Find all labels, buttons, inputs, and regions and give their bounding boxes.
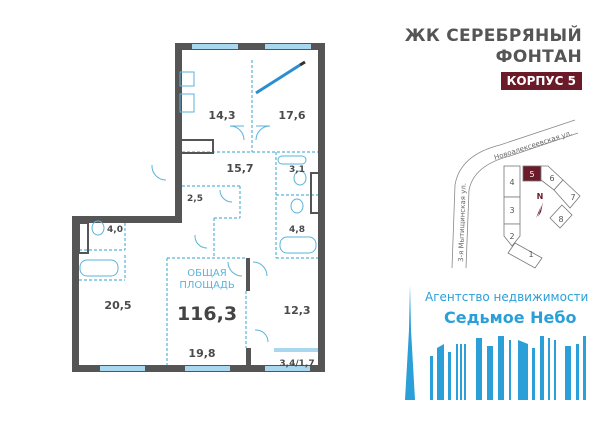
total-area: 116,3 — [177, 303, 237, 325]
room-area: 17,6 — [278, 109, 305, 122]
building-number: 3 — [509, 206, 514, 215]
bathtub-icon — [79, 259, 119, 277]
compass-icon — [536, 206, 541, 218]
building-badge: КОРПУС 5 — [500, 72, 582, 90]
building-number: 8 — [558, 215, 563, 224]
room-area: 3,1 — [289, 165, 305, 175]
room-area: 14,3 — [208, 109, 235, 122]
room-area: 20,5 — [104, 299, 131, 312]
project-title: ФОНТАН — [495, 47, 582, 67]
building-number: 1 — [528, 250, 533, 259]
building-number: 7 — [570, 193, 575, 202]
building-number: 4 — [509, 178, 514, 187]
building-number: 2 — [509, 232, 514, 241]
windows — [100, 44, 318, 371]
room-labels: 14,3 17,6 15,7 3,1 2,5 4,0 4,8 20,5 12,3… — [104, 109, 314, 369]
toilet-icon — [293, 170, 307, 186]
room-area: 19,8 — [188, 347, 215, 360]
room-area: 4,8 — [289, 225, 305, 235]
compass-icon — [538, 202, 543, 217]
room-area: 12,3 — [283, 304, 310, 317]
sink-icon — [179, 93, 195, 113]
room-area: 4,0 — [107, 225, 123, 235]
shafts — [78, 139, 320, 254]
agency-label: Агентство недвижимости — [425, 290, 589, 304]
bathtub-icon — [279, 236, 317, 254]
total-label: ПЛОЩАДЬ — [179, 280, 235, 291]
bathtub-icon — [277, 155, 307, 165]
fixtures — [79, 71, 317, 277]
building-number: 6 — [549, 174, 554, 183]
north-label: N — [537, 192, 544, 201]
project-title: ЖК СЕРЕБРЯНЫЙ — [404, 26, 582, 46]
agency-name: Седьмое Небо — [444, 308, 577, 327]
partitions — [79, 60, 318, 365]
pencil-icon — [255, 60, 306, 95]
room-area: 2,5 — [187, 194, 203, 204]
room-area: 3,4/1,7 — [279, 359, 314, 369]
site-map: Новоалексеевская ул. 3-я Мытищинская ул.… — [451, 119, 581, 269]
toilet-icon — [91, 220, 105, 236]
doors — [151, 125, 271, 343]
toilet-icon — [290, 198, 304, 214]
room-area: 15,7 — [226, 162, 253, 175]
skyline-logo — [405, 285, 586, 400]
total-label: ОБЩАЯ — [187, 268, 226, 279]
street-label: 3-я Мытищинская ул. — [457, 183, 468, 262]
stove-icon — [179, 71, 195, 87]
building-number-highlighted: 5 — [529, 170, 534, 179]
